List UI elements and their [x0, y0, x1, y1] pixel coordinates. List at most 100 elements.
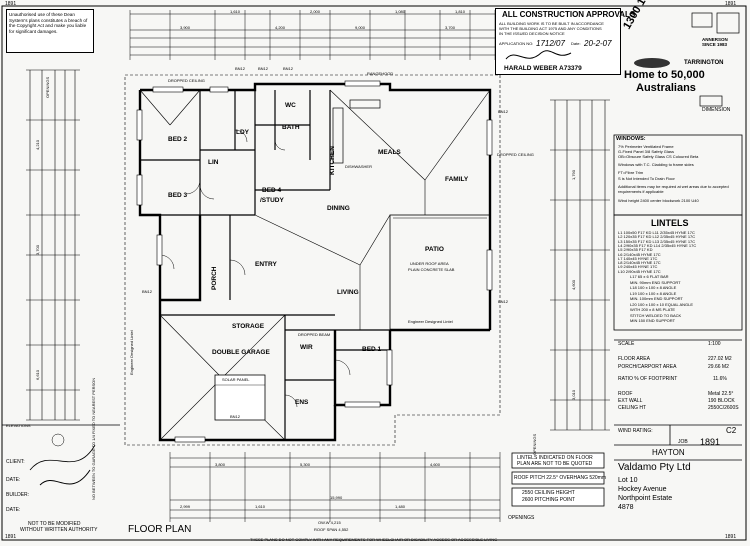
- lintel-item-8: L8 2/140x45 HYNE 17C: [618, 260, 661, 266]
- bn12-label-4: BN12: [498, 109, 509, 114]
- application-number: 1712/07: [536, 39, 565, 48]
- job-value: 1891: [700, 437, 721, 447]
- room-bed-2: BED 2: [168, 136, 188, 143]
- dim-bottom-1: 3,800: [215, 462, 226, 467]
- client-signoff-label: CLIENT:: [6, 459, 25, 465]
- client-lot: Lot 10: [618, 477, 638, 484]
- approval-date: 20-2-07: [584, 39, 612, 48]
- dim-top-7: 1,080: [395, 9, 406, 14]
- ceiling-height-value: 2550C/2600S: [708, 405, 739, 411]
- bn12-label-2: BN12: [258, 66, 269, 71]
- room-storage: STORAGE: [232, 323, 265, 330]
- windows-note-4: Windows with T.C. Cladding to frame side…: [618, 162, 694, 167]
- openings-label-left: OPENINGS: [45, 76, 50, 98]
- bn12-label-5: BN12: [498, 299, 509, 304]
- room-family: FAMILY: [445, 176, 469, 183]
- porch-area-value: 29.66 M2: [708, 364, 729, 370]
- wind-rating-label: WIND RATING:: [618, 428, 653, 434]
- porch-area-label: PORCH/CARPORT AREA: [618, 364, 677, 370]
- dim-right-2: 4,600: [571, 279, 576, 290]
- patio-slab-note-1: UNDER ROOF AREA: [410, 261, 449, 266]
- footprint-ratio-label: RATIO % OF FOOTPRINT: [618, 376, 678, 382]
- job-number-top-left: 1891: [5, 1, 17, 7]
- dim-right-3: 3,010: [571, 389, 576, 400]
- dim-top-5: 1,610: [230, 9, 241, 14]
- windows-note-1: 7% Perimeter Ventilated Frame: [618, 144, 674, 149]
- room-bed-1: BED 1: [362, 346, 382, 353]
- room-wir: WIR: [300, 344, 313, 351]
- room-laundry: LDY: [236, 129, 249, 136]
- client-block: HAYTON Valdamo Pty Ltd Lot 10 Hockey Ave…: [616, 449, 741, 539]
- room-entry: ENTRY: [255, 261, 277, 268]
- lintel-steel-item-8: STITCH WELDED TO BACK: [630, 312, 682, 318]
- dim-bottom-7: 15,990: [330, 495, 343, 500]
- dim-top-6: 2,000: [310, 9, 321, 14]
- job-number-bottom-left: 1891: [5, 534, 17, 540]
- ceiling-note-2: 2600 PITCHING POINT: [522, 497, 576, 503]
- dim-top-2: 4,200: [275, 25, 286, 30]
- approval-signature: [505, 50, 572, 60]
- dim-bottom-4: 2,999: [180, 504, 191, 509]
- bn12-label-1: BN12: [235, 66, 246, 71]
- floor-plan-title: FLOOR PLAN: [128, 524, 192, 535]
- lintel-item-1: L1 100x50 F17 KD L11 2/35x45 HYNE 17C: [618, 230, 695, 235]
- lintels-note-1: LINTELS INDICATED ON FLOOR: [517, 455, 593, 461]
- job-number-top-right: 1891: [725, 1, 737, 7]
- model-name: HAYTON: [652, 448, 685, 457]
- engineer-lintel-label-1: Engineer Designed Lintel: [408, 319, 453, 324]
- room-living: LIVING: [337, 289, 359, 296]
- dropped-ceiling-label-2: DROPPED CEILING: [497, 152, 534, 157]
- dim-top-1: 3,900: [180, 25, 191, 30]
- dim-bottom-8: OW.W 4,215: [318, 520, 341, 525]
- client-company: Valdamo Pty Ltd: [618, 462, 691, 473]
- scale-value: 1:100: [708, 341, 721, 347]
- room-meals: MEALS: [378, 149, 401, 156]
- room-study: /STUDY: [260, 197, 284, 204]
- dim-bottom-3: 4,600: [430, 462, 441, 467]
- brand-tag: DIMENSION: [702, 107, 731, 113]
- lintel-item-4: L4 2/90x35 F17 KD L14 2/35x45 HYNE 17C: [618, 242, 697, 248]
- windows-note-8: Wind height 2400 center blockwork 2100 U…: [618, 198, 699, 203]
- approval-date-label: Date:: [571, 41, 581, 46]
- dim-bottom-2: 5,300: [300, 462, 311, 467]
- windows-title: WINDOWS:: [616, 136, 646, 142]
- room-bath: BATH: [282, 124, 300, 131]
- job-label: JOB: [678, 439, 688, 445]
- brand-headline-2: Australians: [636, 82, 696, 94]
- patio-slab-note-2: PLAIN CONCRETE SLAB: [408, 267, 455, 272]
- scale-label: SCALE: [618, 341, 635, 347]
- dim-bottom-6: 1,480: [395, 504, 406, 509]
- ceiling-note-1: 2550 CEILING HEIGHT: [522, 490, 575, 496]
- windows-note-7: Additional items may be required at wet …: [618, 184, 729, 194]
- windows-note-2: G-Fixed Panel 3/8 Safety Glass: [618, 149, 675, 154]
- builder-signoff-label: BUILDER:: [6, 492, 30, 498]
- room-kitchen: KITCHEN: [329, 146, 336, 175]
- lintel-item-2: L2 120x35 F17 KD L12 2/35x45 HYNE 17C: [618, 234, 696, 240]
- lintel-steel-item-7: WITH 200 x 8 MS PLATE: [630, 307, 676, 312]
- lintel-item-7: L7 140x45 HYNE 17C: [618, 255, 658, 261]
- lintel-steel-item-5: MIN. 100mm END SUPPORT: [630, 296, 683, 301]
- client-postcode: 4878: [618, 504, 634, 511]
- room-ensuite: ENS: [295, 399, 309, 406]
- lintel-steel-item-1: L17 65 x 6 FLAT BAR: [630, 274, 669, 279]
- approval-line-2: WITH THE BUILDING ACT 1975 AND ANY CONDI…: [499, 26, 602, 31]
- rangehood-label: RANGEHOOD: [367, 71, 394, 76]
- garage-note: NO BETWEEN TO GARAGE TO 1/4 FIXED TO NEA…: [91, 377, 96, 500]
- dim-bottom-9: ROOF SPAN 4,552: [314, 527, 349, 532]
- dim-right-1: 1,790: [571, 169, 576, 180]
- ext-wall-value: 190 BLOCK: [708, 398, 735, 404]
- lintel-item-10: L10 2/90x45 HYNE 17C: [618, 268, 661, 274]
- solar-panel-label: SOLAR PANEL: [222, 377, 250, 382]
- dim-left-3: 6,610: [35, 369, 40, 380]
- lintel-steel-item-4: L19 100 x 100 x 8 ANGLE: [630, 290, 677, 296]
- lintels-title: LINTELS: [651, 218, 689, 228]
- approval-title: ALL CONSTRUCTION APPROVALS: [502, 10, 636, 19]
- lintel-item-5: L5 2/90x35 F17 KD: [618, 247, 653, 253]
- floor-area-label: FLOOR AREA: [618, 356, 650, 362]
- room-bed-3: BED 3: [168, 192, 188, 199]
- room-wc: WC: [285, 102, 296, 109]
- modification-warning-1: NOT TO BE MODIFIED: [28, 521, 81, 527]
- lintel-steel-item-6: L20 100 x 100 x 10 EQUAL ANGLE: [630, 301, 694, 307]
- bn12-label-7: BN12: [230, 414, 241, 419]
